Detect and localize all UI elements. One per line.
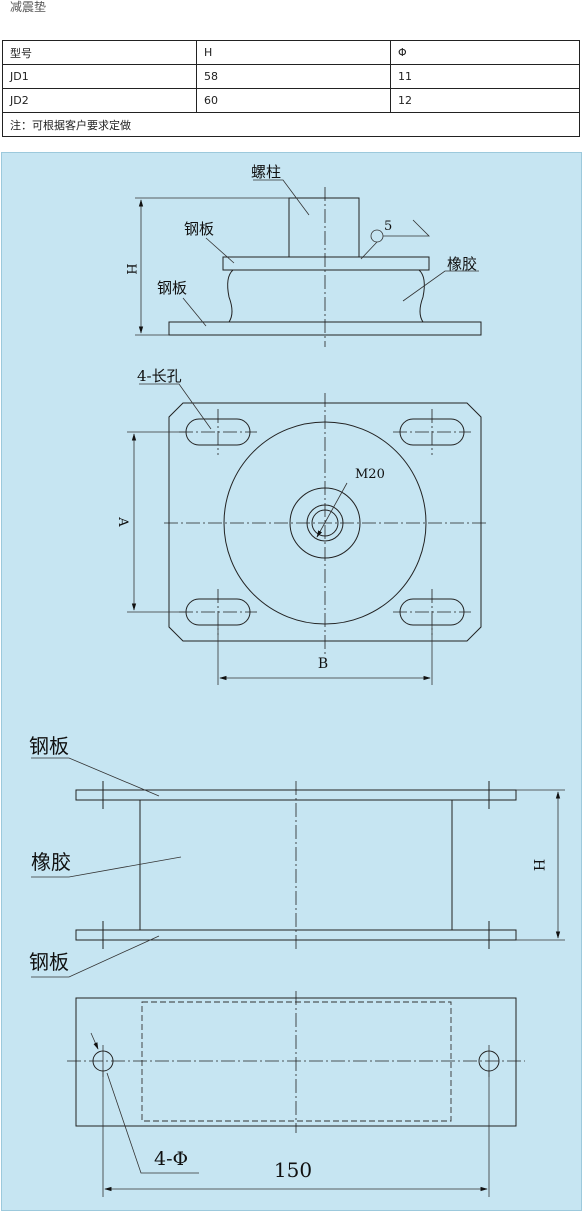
drawing-canvas: H 螺柱 钢板 钢板 橡胶 5 — [29, 163, 565, 1197]
weld-flag — [383, 219, 430, 237]
cell-h: 60 — [196, 88, 391, 113]
header-model: 型号 — [2, 40, 197, 65]
label-rubber: 橡胶 — [31, 850, 71, 874]
rubber-hidden-outline — [141, 1001, 452, 1122]
dim-150-label: 150 — [274, 1158, 312, 1182]
bolt-stud — [288, 197, 360, 258]
leader-bolt — [253, 179, 310, 216]
dim-a-label: A — [115, 516, 130, 527]
view-plan: 4-长孔 M20 A B — [115, 367, 487, 685]
label-bottom-plate: 钢板 — [29, 950, 69, 974]
label-thread: M20 — [355, 467, 385, 482]
label-slots: 4-长孔 — [137, 367, 182, 385]
cell-model: JD1 — [2, 64, 197, 89]
header-h: H — [196, 40, 391, 65]
table-note-row: 注：可根据客户要求定做 — [2, 112, 580, 137]
leader-holes — [106, 1072, 199, 1174]
leader-slots — [139, 383, 212, 430]
leader-bottom-plate — [31, 935, 160, 978]
label-bolt: 螺柱 — [251, 163, 281, 181]
dim-h-label: H — [530, 859, 546, 871]
label-bottom-plate: 钢板 — [157, 279, 187, 297]
leader-top-plate — [31, 757, 160, 797]
weld-size-label: 5 — [384, 219, 392, 234]
leader-rubber — [31, 856, 182, 878]
leader-thread — [316, 482, 348, 538]
view-strip-elevation: 钢板 橡胶 钢板 H — [29, 734, 565, 978]
view-side-elevation: H 螺柱 钢板 钢板 橡胶 5 — [123, 163, 482, 347]
cell-phi: 12 — [390, 88, 580, 113]
rubber-left-profile — [227, 269, 234, 323]
header-phi: Φ — [390, 40, 580, 65]
base-plate-outline — [168, 402, 482, 642]
label-rubber: 橡胶 — [447, 255, 477, 273]
label-top-plate: 钢板 — [29, 734, 69, 758]
leader-holes-arrow — [90, 1032, 99, 1050]
table-header-row: 型号 H Φ — [2, 40, 580, 65]
label-holes: 4-Φ — [154, 1148, 188, 1170]
table-row: JD2 60 12 — [2, 88, 580, 113]
weld-leader — [360, 241, 378, 260]
table-row: JD1 58 11 — [2, 64, 580, 89]
rubber-right-profile — [418, 269, 425, 323]
leader-rubber — [402, 270, 479, 302]
table-note: 注：可根据客户要求定做 — [2, 112, 580, 137]
dim-b-label: B — [318, 656, 328, 672]
leader-bottom-plate — [182, 297, 207, 327]
cell-h: 58 — [196, 64, 391, 89]
dim-h-label: H — [123, 263, 138, 274]
weld-circle — [370, 229, 384, 243]
page-title: 减震垫 — [10, 0, 47, 14]
spec-table: 型号 H Φ JD1 58 11 JD2 60 12 注：可根据客户要求定做 — [2, 40, 580, 137]
cell-model: JD2 — [2, 88, 197, 113]
leader-top-plate — [205, 237, 235, 264]
technical-drawing: H 螺柱 钢板 钢板 橡胶 5 — [1, 152, 582, 1211]
top-plate — [222, 256, 430, 271]
cell-phi: 11 — [390, 64, 580, 89]
view-strip-plan: 4-Φ 150 — [67, 991, 525, 1197]
label-top-plate: 钢板 — [184, 220, 214, 238]
